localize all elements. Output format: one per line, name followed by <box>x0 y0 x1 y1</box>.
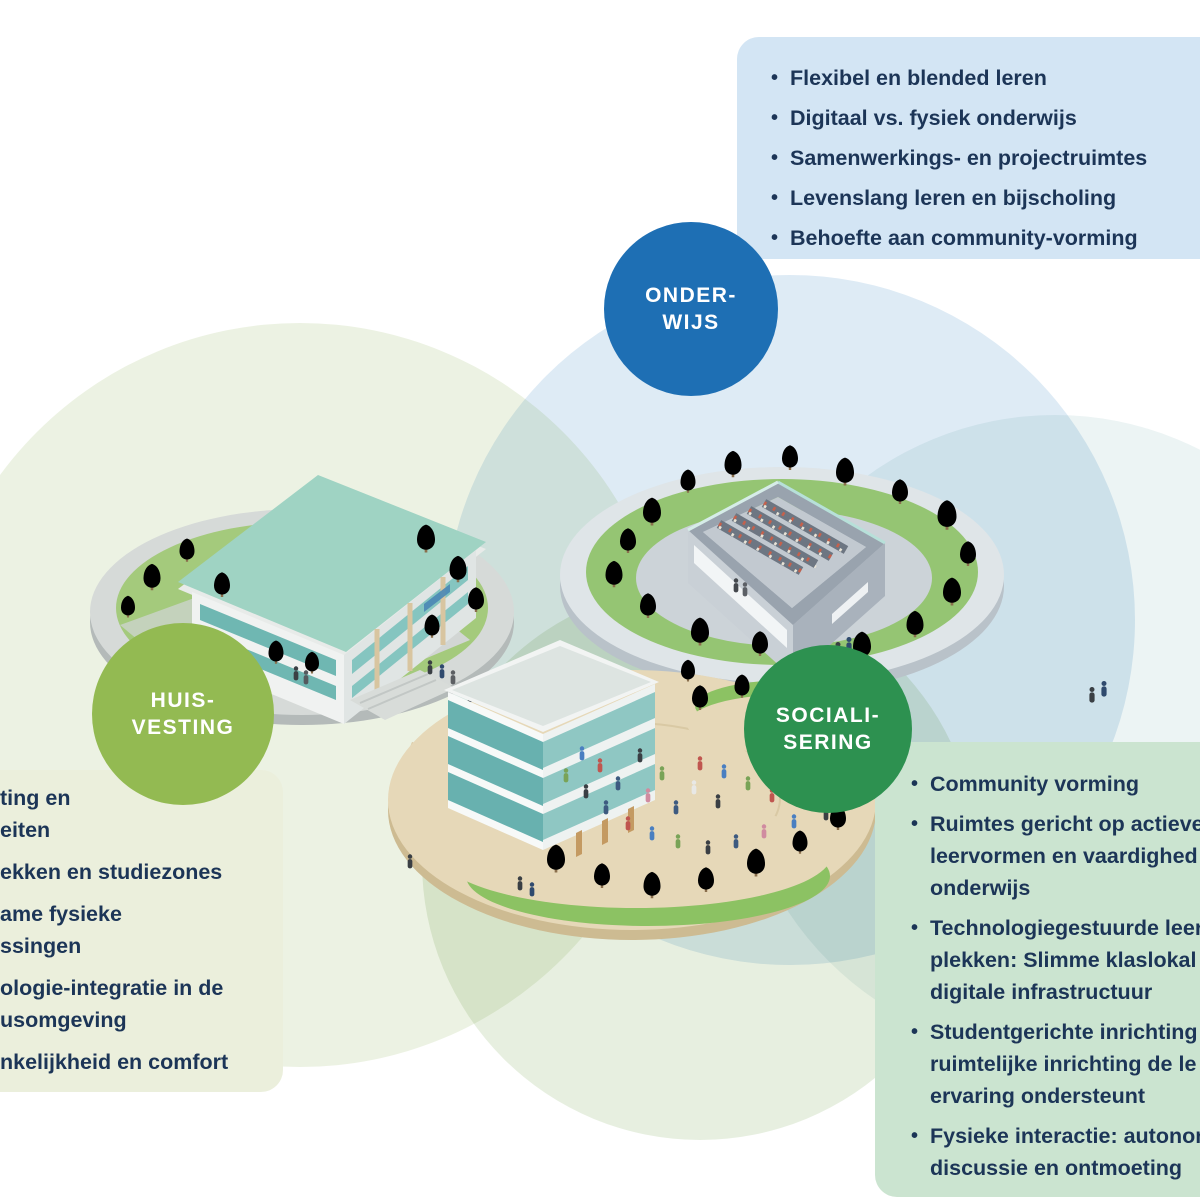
bullet-line: ssingen <box>0 934 82 958</box>
lecture-tiers <box>716 499 849 576</box>
socialisering-building <box>444 640 659 857</box>
bullet-item: • Community vorming <box>899 768 1200 800</box>
bullet-icon: • <box>770 227 778 249</box>
bullet-icon: • <box>770 187 778 209</box>
onderwijs-platform <box>560 445 1107 703</box>
bullet-item: • Behoefte aan community-vorming <box>759 218 1200 258</box>
onderwijs-info-box: • Flexibel en blended leren • Digitaal v… <box>737 37 1200 259</box>
bullet-item: • Technologiegestuurde leer plekken: Sli… <box>899 912 1200 1008</box>
bullet-icon: • <box>770 147 778 169</box>
huisvesting-building <box>178 475 486 724</box>
bullet-item: • Flexibel en blended leren <box>759 58 1200 98</box>
bullet-item: • Digitaal vs. fysiek onderwijs <box>759 98 1200 138</box>
bullet-icon: • <box>770 67 778 89</box>
huisvesting-platform <box>90 475 514 725</box>
bullet-item: • Ruimtes gericht op actieve leervormen … <box>899 808 1200 904</box>
socialisering-info-box: • Community vorming • Ruimtes gericht op… <box>875 742 1200 1197</box>
huisvesting-info-box: ting en eiten ekken en studiezones ame f… <box>0 770 283 1092</box>
bullet-icon: • <box>770 107 778 129</box>
bullet-icon: • <box>910 917 918 939</box>
bullet-line: eiten <box>0 818 51 842</box>
bullet-item: • Levenslang leren en bijscholing <box>759 178 1200 218</box>
bullet-line: ologie-integratie in de <box>0 976 224 1000</box>
onderwijs-building <box>687 480 886 678</box>
bullet-line: ekken en studiezones <box>0 860 223 884</box>
bullet-line: nkelijkheid en comfort <box>0 1050 229 1074</box>
onderwijs-circle-label: ONDER- WIJS <box>604 222 778 396</box>
bullet-icon: • <box>910 1125 918 1147</box>
huisvesting-circle-label: HUIS- VESTING <box>92 623 274 805</box>
bullet-icon: • <box>910 773 918 795</box>
socialisering-circle-label: SOCIALI- SERING <box>744 645 912 813</box>
bullet-item: • Samenwerkings- en projectruimtes <box>759 138 1200 178</box>
bullet-icon: • <box>910 813 918 835</box>
bullet-line: usomgeving <box>0 1008 127 1032</box>
bullet-item: • Studentgerichte inrichting ruimtelijke… <box>899 1016 1200 1112</box>
bullet-item: • Fysieke interactie: autonom discussie … <box>899 1120 1200 1184</box>
bullet-line: ame fysieke <box>0 902 122 926</box>
bullet-icon: • <box>910 1021 918 1043</box>
bullet-line: ting en <box>0 786 71 810</box>
